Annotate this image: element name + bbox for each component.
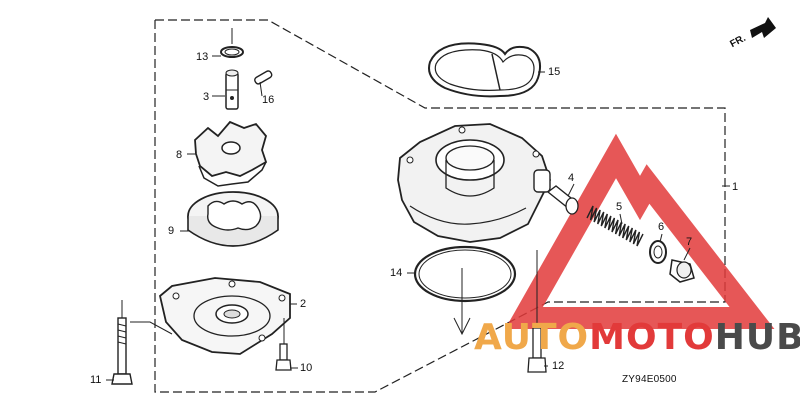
part-3-shaft: [225, 69, 239, 110]
part-5-spring: [586, 205, 644, 247]
part-8-inner-rotor: [194, 120, 268, 187]
part-10-bolt: [275, 318, 292, 371]
part-12-bolt: [527, 250, 547, 373]
diagram-code: ZY94E0500: [622, 374, 677, 385]
watermark-brand: AUTOMOTOHUB: [474, 318, 800, 358]
callout-16: 16: [262, 94, 275, 106]
part-16-pin: [254, 70, 273, 85]
part-13-oring: [220, 28, 244, 58]
callout-14: 14: [390, 267, 403, 279]
part-14-oring: [413, 245, 517, 336]
part-9-outer-rotor: [187, 191, 279, 247]
callout-9: 9: [168, 225, 175, 237]
callout-7: 7: [686, 236, 693, 248]
part-6-washer: [649, 240, 667, 264]
part-4-relief-valve: [546, 185, 579, 215]
callout-12: 12: [552, 360, 565, 372]
front-direction-arrow-icon: [750, 17, 776, 38]
part-2-pump-cover: [158, 277, 291, 355]
callout-11: 11: [90, 374, 102, 386]
watermark-word-moto: MOTO: [589, 317, 715, 358]
callout-6: 6: [658, 221, 665, 233]
callout-3: 3: [203, 91, 210, 103]
callout-8: 8: [176, 149, 183, 161]
assembly-boundary: [154, 19, 726, 393]
callout-15: 15: [548, 66, 561, 78]
callout-4: 4: [568, 172, 575, 184]
part-15-gasket: [428, 42, 541, 98]
callout-leader-lines: [106, 55, 691, 381]
watermark-word-auto: AUTO: [474, 317, 590, 358]
callout-1: 1: [732, 181, 739, 193]
part-7-plug: [669, 259, 695, 283]
watermark-logo-triangle: [505, 133, 775, 329]
part-1-pump-body: [397, 123, 730, 243]
watermark-word-hub: HUB: [714, 317, 800, 358]
callout-2: 2: [300, 298, 307, 310]
callout-13: 13: [196, 51, 209, 63]
part-11-bolt: [111, 300, 173, 385]
callout-10: 10: [300, 362, 313, 374]
callout-5: 5: [616, 201, 623, 213]
